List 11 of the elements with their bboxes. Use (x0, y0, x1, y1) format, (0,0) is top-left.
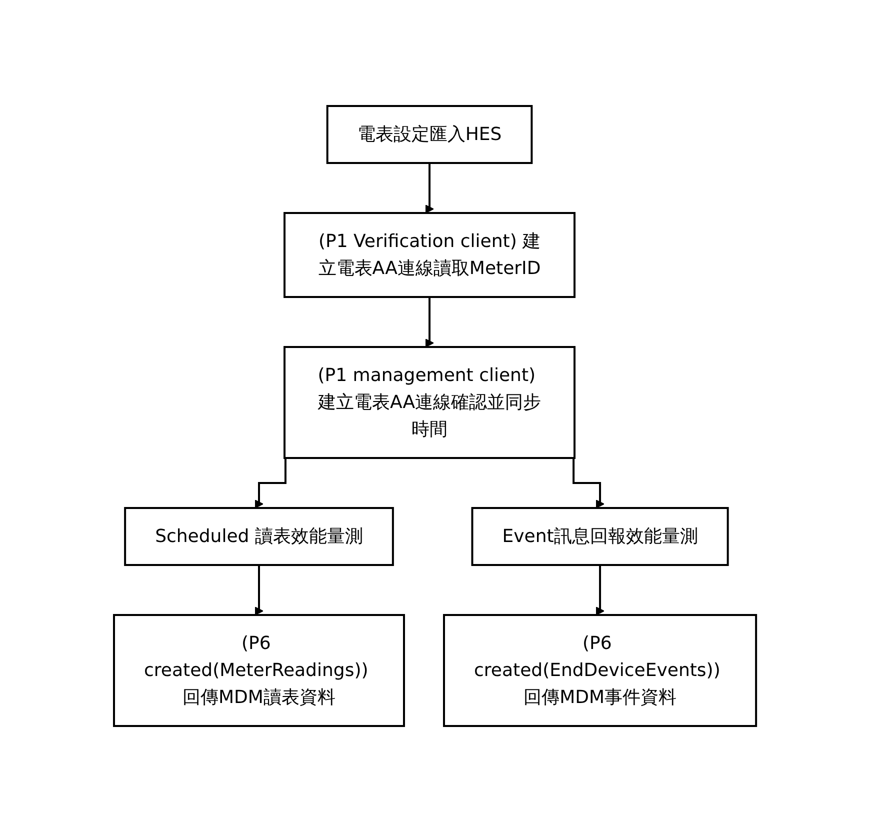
node-box: 電表設定匯入HES (326, 105, 533, 164)
arrow (425, 162, 434, 214)
node-box: (P6 created(MeterReadings)) 回傳MDM讀表資料 (112, 614, 405, 727)
arrow (425, 296, 434, 348)
node-box: (P1 Verification client) 建立電表AA連線讀取MeterID (283, 212, 576, 298)
arrow (596, 564, 604, 616)
node-box: (P6 created(EndDeviceEvents)) 回傳MDM事件資料 (442, 614, 758, 727)
arrow (254, 564, 264, 616)
node-box: (P1 management client) 建立電表AA連線確認並同步時間 (283, 346, 576, 459)
node-box: Event訊息回報效能量測 (471, 507, 729, 566)
node-box: Scheduled 讀表效能量測 (124, 507, 394, 566)
